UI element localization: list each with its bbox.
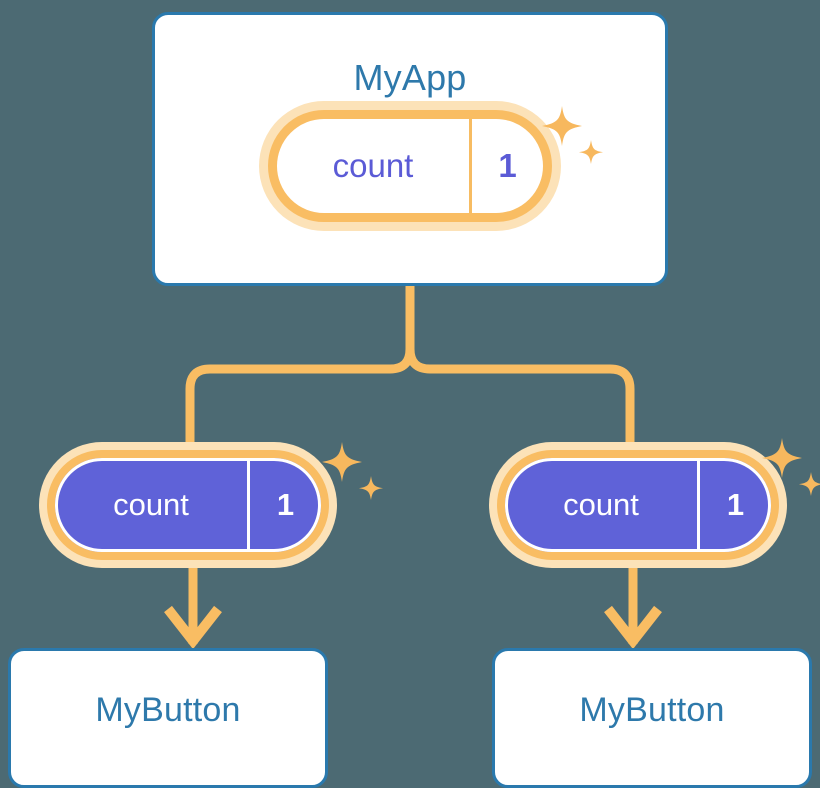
component-label: MyButton [95, 691, 241, 729]
tree-branch-connector [185, 286, 415, 460]
state-key-label: count [332, 147, 414, 184]
state-pill-right-button[interactable]: count 1 [497, 450, 779, 560]
tree-branch-connector-right [405, 348, 635, 460]
component-card-myapp[interactable]: MyApp [152, 12, 668, 286]
page-title: MyApp [353, 57, 467, 98]
state-value-label: 1 [247, 458, 321, 552]
connector-layer [164, 286, 662, 650]
state-pill-myapp[interactable]: count 1 [268, 110, 552, 222]
component-label: MyButton [579, 691, 725, 729]
arrow-down-icon-left-head [164, 605, 222, 650]
state-value-label: 1 [469, 119, 543, 213]
diagram-canvas: MyApp count 1 count 1 MyButton count 1 [8, 12, 820, 788]
component-card-mybutton-right[interactable]: MyButton [492, 648, 812, 788]
component-card-mybutton-left[interactable]: MyButton [8, 648, 328, 788]
state-pill-left-button[interactable]: count 1 [47, 450, 329, 560]
state-key-label: count [113, 487, 189, 522]
arrow-down-icon-right-head [604, 605, 662, 650]
state-value-label: 1 [697, 458, 771, 552]
state-key-label: count [563, 487, 639, 522]
